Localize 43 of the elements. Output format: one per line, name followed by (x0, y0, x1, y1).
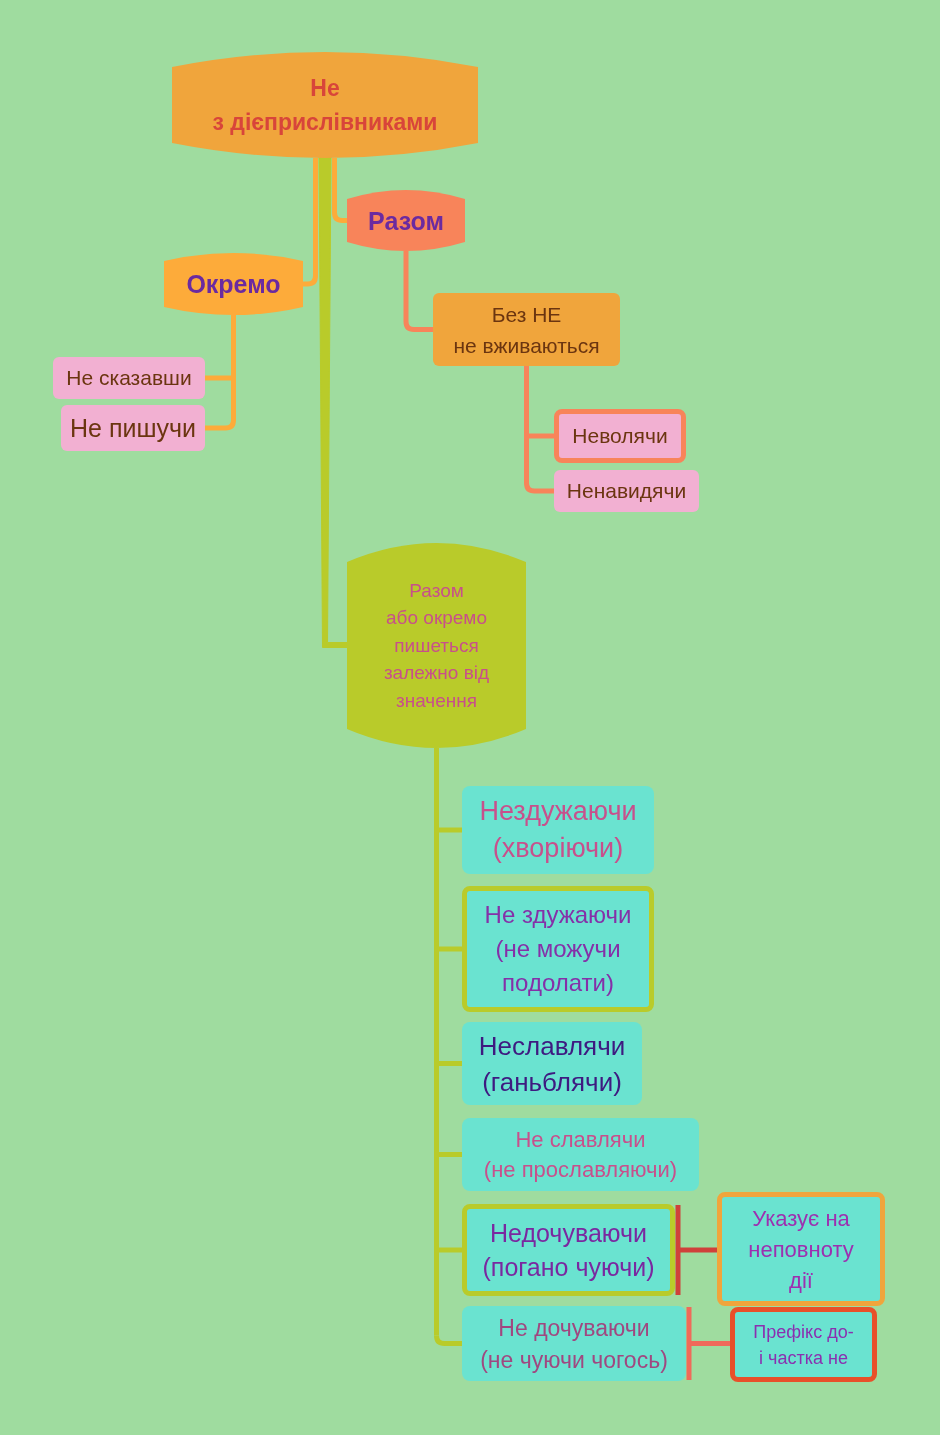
tapered-connector (318, 156, 348, 648)
connector-line (434, 1335, 462, 1346)
subtopic-box (462, 786, 654, 874)
subtopic-box (462, 1204, 675, 1296)
topic-text: Префікс до- і частка не (753, 1320, 854, 1370)
topic-text: Ненавидячи (566, 478, 687, 504)
topic-text: Недочуваючи (погано чуючи) (482, 1218, 655, 1283)
topic-text: Разом або окремо пишеться залежно від значення (383, 578, 490, 713)
topic-text: Указує на неповноту дії (748, 1204, 854, 1295)
subtopic-box (554, 409, 686, 463)
topic-text: Не здужаючи (не можучи подолати) (484, 900, 632, 998)
subtopic-box (462, 1118, 699, 1191)
summary-box (730, 1307, 877, 1382)
subtopic-box (61, 405, 205, 451)
topic-text: Разом (368, 205, 444, 236)
branch-topic (164, 253, 303, 315)
subtopic-box (53, 357, 205, 399)
topic-text: Не дочуваючи (не чуючи чогось) (480, 1313, 668, 1375)
topic-text: Окремо (186, 269, 281, 299)
connector-line (332, 158, 347, 223)
subtopic-box (462, 886, 654, 1012)
topic-text: Не славлячи (не прославляючи) (483, 1125, 678, 1184)
connector-line (524, 482, 554, 494)
connector-line (205, 375, 236, 381)
topic-text: Нездужаючи (хворіючи) (479, 795, 637, 865)
connector-trunk (524, 366, 529, 483)
topic-text: Неволячи (572, 423, 668, 449)
connector-trunk (231, 315, 236, 420)
branch-topic (347, 190, 465, 251)
connector-line (303, 158, 318, 287)
subtopic-box (462, 1306, 686, 1381)
connector-trunk (434, 748, 439, 1336)
subtopic-box (462, 1022, 642, 1105)
central-topic (172, 52, 478, 158)
summary-box (717, 1192, 885, 1306)
subtopic-box (433, 293, 620, 366)
connector-line (205, 419, 236, 431)
topic-text: Не сказавши (66, 365, 192, 391)
subtopic-box (554, 470, 699, 512)
topic-text: Не пишучи (70, 413, 196, 443)
topic-text: Неславлячи (ганьблячи) (478, 1029, 626, 1099)
topic-text: Без НЕ не вживаються (453, 301, 600, 359)
topic-text: Не з дієприслівниками (212, 74, 438, 137)
